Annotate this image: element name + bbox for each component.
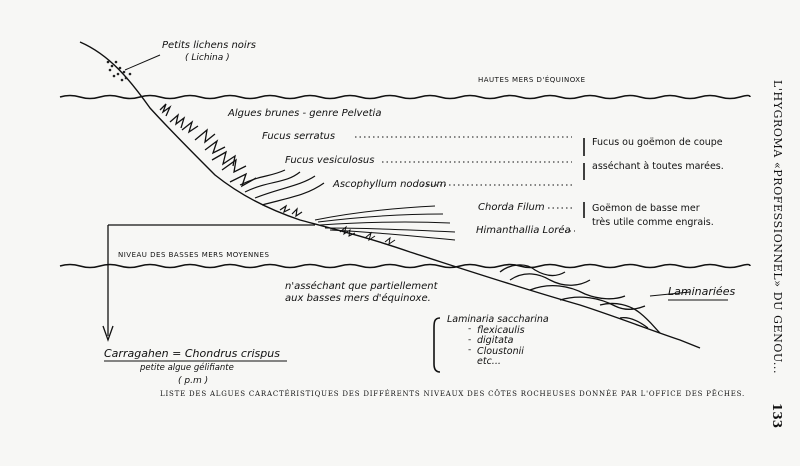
high-tide-line bbox=[59, 94, 751, 100]
lichens-marks bbox=[106, 60, 132, 82]
label-fucus-group-1: Fucus ou goëmon de coupe bbox=[592, 137, 723, 148]
label-basses-mers: NIVEAU DES BASSES MERS MOYENNES bbox=[118, 251, 270, 259]
laminaria-item: Cloustonii bbox=[477, 345, 524, 357]
laminaria-item: Laminaria saccharina bbox=[447, 314, 549, 325]
laminariees-pointer bbox=[649, 291, 691, 297]
lichens-pointer bbox=[124, 54, 161, 71]
label-carragahen: Carragahen = Chondrus crispus bbox=[104, 347, 280, 360]
label-partial-2: aux basses mers d'équinoxe. bbox=[285, 293, 431, 304]
laminaria-dashes: --- bbox=[468, 324, 472, 355]
fucus-marks bbox=[239, 169, 325, 218]
label-hautes-mers: HAUTES MERS D'ÉQUINOXE bbox=[478, 76, 586, 84]
label-pm: ( p.m ) bbox=[178, 376, 209, 386]
laminaria-item: digitata bbox=[477, 335, 514, 346]
group-brackets bbox=[433, 138, 585, 373]
low-tide-line bbox=[59, 263, 751, 269]
leader-lines bbox=[355, 136, 575, 232]
label-goemon-group-1: Goëmon de basse mer bbox=[592, 203, 700, 214]
rock-profile bbox=[79, 41, 701, 349]
label-partial-1: n'asséchant que partiellement bbox=[285, 281, 438, 292]
label-goemon-group-2: très utile comme engrais. bbox=[592, 217, 714, 228]
running-head: L'HYGROMA «PROFESSIONNEL» DU GENOU... bbox=[771, 80, 784, 375]
chorda-marks bbox=[314, 205, 456, 246]
label-gelifiante: petite algue gélifiante bbox=[140, 363, 234, 373]
page-number: 133 bbox=[770, 403, 784, 429]
label-fucus-serratus: Fucus serratus bbox=[262, 131, 336, 142]
laminaria-item: flexicaulis bbox=[477, 324, 525, 336]
label-laminariees: Laminariées bbox=[668, 285, 736, 298]
laminaria-marks bbox=[499, 264, 661, 334]
label-lichina: ( Lichina ) bbox=[185, 53, 230, 63]
label-ascophyllum: Ascophyllum nodosum bbox=[333, 179, 447, 190]
label-chorda: Chorda Filum bbox=[478, 202, 545, 213]
label-fucus-vesiculosus: Fucus vesiculosus bbox=[285, 155, 375, 166]
laminaria-item: etc... bbox=[477, 356, 501, 367]
label-lichens: Petits lichens noirs bbox=[162, 40, 257, 51]
label-fucus-group-2: asséchant à toutes marées. bbox=[592, 161, 724, 172]
label-himanthallia: Himanthallia Loréa bbox=[476, 225, 571, 236]
laminaria-list: Laminaria saccharina flexicaulis digitat… bbox=[447, 314, 549, 368]
carragahen-pointer bbox=[102, 224, 315, 342]
label-pelvetia: Algues brunes - genre Pelvetia bbox=[228, 108, 382, 119]
upper-algae-marks bbox=[159, 103, 257, 188]
figure-caption: LISTE DES ALGUES CARACTÉRISTIQUES DES DI… bbox=[160, 390, 746, 398]
